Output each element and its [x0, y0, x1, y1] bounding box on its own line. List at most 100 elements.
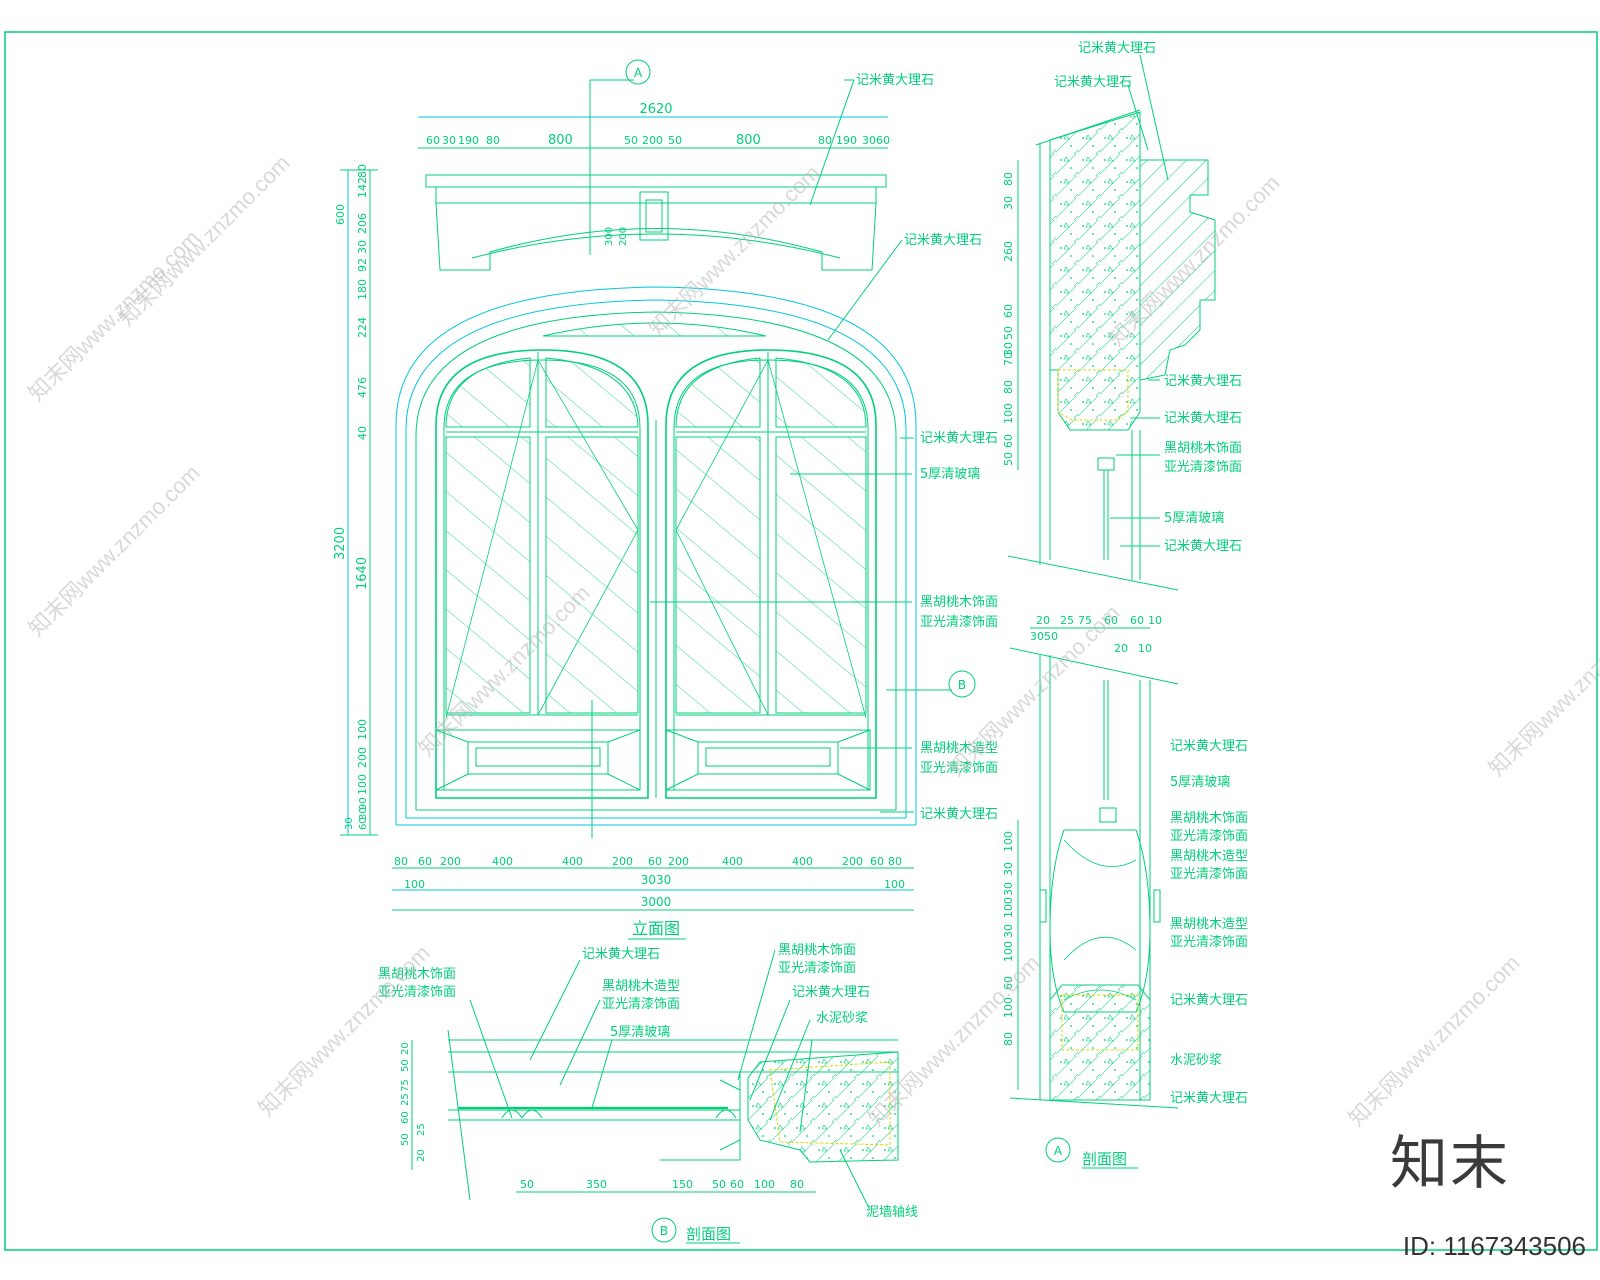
section-b-marker: B — [958, 678, 966, 692]
sa-label-4: 黑胡桃木饰面 — [1164, 441, 1242, 456]
sa-label-0: 记米黄大理石 — [1078, 41, 1156, 56]
section-b-title: 剖面图 — [686, 1225, 731, 1243]
keystone — [639, 191, 669, 241]
sa-label-1: 记米黄大理石 — [1054, 75, 1132, 90]
glass-pane-l4 — [545, 436, 639, 714]
dim-vert-5: 180 — [356, 279, 369, 300]
dim-top-11: 30 — [862, 134, 876, 147]
sb-label-8: 记米黄大理石 — [792, 985, 870, 1000]
sa-dim-6: 70 — [1002, 352, 1015, 366]
right-door-frame — [665, 349, 877, 799]
label-marble-2: 记米黄大理石 — [904, 233, 982, 248]
dim-vertical-top: 600 — [334, 204, 347, 225]
dim-bot-side-left: 100 — [404, 878, 425, 891]
dim-top-7: 50 — [668, 134, 682, 147]
sb-bot-1: 350 — [586, 1178, 607, 1191]
glass-pane-r3 — [675, 436, 761, 714]
sb-label-7: 亚光清漆饰面 — [778, 960, 856, 976]
sa-label-7: 记米黄大理石 — [1164, 539, 1242, 554]
dim-header-300: 300 — [604, 227, 615, 246]
dim-bot-8: 400 — [722, 855, 743, 868]
sa-low-5: 100 — [1002, 941, 1015, 962]
dim-vert-8: 40 — [356, 426, 369, 440]
sa-dim-9: 50 — [1002, 452, 1015, 466]
sa-label-14: 黑胡桃木造型 — [1170, 917, 1248, 932]
brand-logo: 知末 — [1389, 1129, 1510, 1197]
dim-vert-12: 90 — [358, 797, 369, 810]
dim-bot-inner: 3030 — [641, 873, 672, 887]
outer-arch-2 — [405, 299, 907, 818]
label-frame-1: 黑胡桃木饰面 — [920, 595, 998, 610]
dim-vertical-total: 3200 — [333, 527, 348, 560]
sb-label-0: 黑胡桃木饰面 — [378, 967, 456, 982]
dim-bot-10: 200 — [842, 855, 863, 868]
sa-dim-4: 50 — [1002, 326, 1015, 340]
section-a-view — [1007, 54, 1216, 1163]
sb-bot-4: 60 — [730, 1178, 744, 1191]
section-a-marker-bottom: A — [1054, 1144, 1063, 1158]
dim-vert-14: 60 — [358, 817, 369, 830]
sa-mid-4: 60 — [1130, 614, 1144, 627]
sa-low-4: 30 — [1002, 924, 1015, 938]
sb-dim-6: 25 — [416, 1123, 427, 1136]
sa-dim-0: 30 — [1002, 196, 1015, 210]
sb-bot-3: 50 — [712, 1178, 726, 1191]
dim-vert-10: 200 — [356, 747, 369, 768]
sa-dim-10: 60 — [1002, 434, 1015, 448]
dim-bot-5: 200 — [612, 855, 633, 868]
sa-low-0: 100 — [1002, 831, 1015, 852]
dim-header-200: 200 — [618, 227, 629, 246]
sb-dim-2: 75 — [400, 1079, 411, 1092]
dim-vert-0: 142 — [356, 177, 369, 198]
section-b-view — [411, 949, 899, 1243]
sa-mid-6: 30 — [1030, 630, 1044, 643]
drawing-border — [4, 31, 1598, 1251]
dim-bot-side-right: 100 — [884, 878, 905, 891]
dim-bot-1: 60 — [418, 855, 432, 868]
sa-label-10: 黑胡桃木饰面 — [1170, 811, 1248, 826]
sa-label-8: 记米黄大理石 — [1170, 739, 1248, 754]
dim-vert-4: 92 — [356, 258, 369, 272]
sb-label-5: 5厚清玻璃 — [610, 1025, 670, 1040]
section-a-wall-upper — [1049, 111, 1141, 431]
dim-bot-7: 200 — [668, 855, 689, 868]
top-lunette — [542, 322, 767, 337]
sb-dim-1: 50 — [400, 1059, 411, 1072]
outer-arch-1 — [395, 286, 917, 825]
dim-top-3: 80 — [486, 134, 500, 147]
sb-label-3: 黑胡桃木造型 — [602, 979, 680, 994]
dim-top-total: 2620 — [639, 102, 672, 117]
sa-label-17: 水泥砂浆 — [1170, 1053, 1222, 1068]
dim-vert-13: 30 — [358, 807, 369, 820]
break-line-mid — [1007, 555, 1179, 591]
label-panel-2: 亚光清漆饰面 — [920, 760, 998, 776]
sb-label-6: 黑胡桃木饰面 — [778, 943, 856, 958]
glass-pane-l2 — [545, 357, 639, 428]
label-marble-1: 记米黄大理石 — [856, 73, 934, 88]
sb-label-2: 记米黄大理石 — [582, 947, 660, 962]
left-door-frame — [435, 349, 649, 799]
sa-mid-2: 75 — [1078, 614, 1092, 627]
sa-low-1: 30 — [1002, 862, 1015, 876]
dim-top-0: 60 — [426, 134, 440, 147]
label-marble-4: 记米黄大理石 — [920, 807, 998, 822]
glass-pane-l1 — [445, 357, 531, 428]
header-arch — [435, 202, 877, 271]
dim-bot-3: 400 — [492, 855, 513, 868]
sa-label-18: 记米黄大理石 — [1170, 1091, 1248, 1106]
bottom-panel-left — [435, 729, 641, 791]
label-frame-2: 亚光清漆饰面 — [920, 614, 998, 630]
dim-top-12: 60 — [876, 134, 890, 147]
dim-bot-9: 400 — [792, 855, 813, 868]
sa-label-3: 记米黄大理石 — [1164, 411, 1242, 426]
sa-label-16: 记米黄大理石 — [1170, 993, 1248, 1008]
bottom-panel-right — [665, 729, 871, 791]
section-a-title: 剖面图 — [1082, 1150, 1127, 1168]
sa-label-12: 黑胡桃木造型 — [1170, 849, 1248, 864]
sb-dim-0: 20 — [400, 1042, 411, 1055]
sa-mid-0: 20 — [1036, 614, 1050, 627]
section-b-break-left — [447, 1029, 471, 1201]
sa-label-15: 亚光清漆饰面 — [1170, 934, 1248, 950]
dim-bot-11: 60 — [870, 855, 884, 868]
